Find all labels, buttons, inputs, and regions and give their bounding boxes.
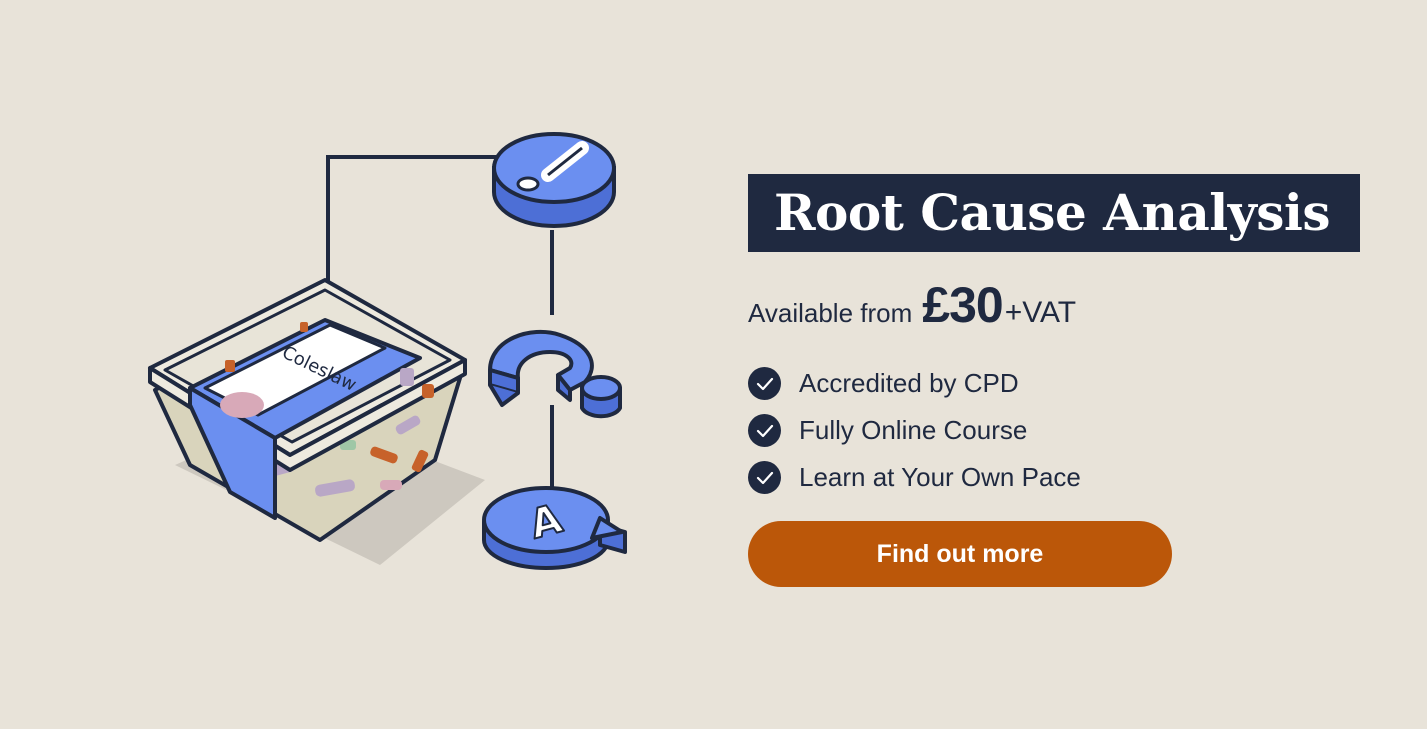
check-icon: [748, 367, 781, 400]
page-title: Root Cause Analysis: [748, 174, 1361, 252]
price-suffix: +VAT: [1004, 296, 1077, 329]
course-info: Root Cause Analysis Available from £30 +…: [748, 174, 1361, 587]
question-mark-icon: [488, 329, 622, 419]
answer-bubble-icon: A: [482, 486, 627, 570]
price-prefix: Available from: [748, 298, 913, 328]
check-icon: [748, 414, 781, 447]
find-out-more-button[interactable]: Find out more: [748, 521, 1172, 587]
feature-list: Accredited by CPD Fully Online Course Le…: [748, 360, 1288, 501]
price-line: Available from £30 +VAT: [748, 276, 1288, 334]
feature-item: Learn at Your Own Pace: [748, 454, 1288, 501]
food-container-illustration: Coleslaw: [148, 278, 467, 542]
feature-label: Learn at Your Own Pace: [799, 462, 1081, 492]
feature-item: Accredited by CPD: [748, 360, 1288, 407]
feature-label: Accredited by CPD: [799, 368, 1019, 398]
connector-lines: [326, 155, 554, 488]
exclamation-icon: [492, 132, 616, 228]
price-amount: £30: [922, 277, 1003, 333]
feature-label: Fully Online Course: [799, 415, 1028, 445]
feature-item: Fully Online Course: [748, 407, 1288, 454]
illustration: Coleslaw A: [130, 120, 650, 590]
check-icon: [748, 461, 781, 494]
